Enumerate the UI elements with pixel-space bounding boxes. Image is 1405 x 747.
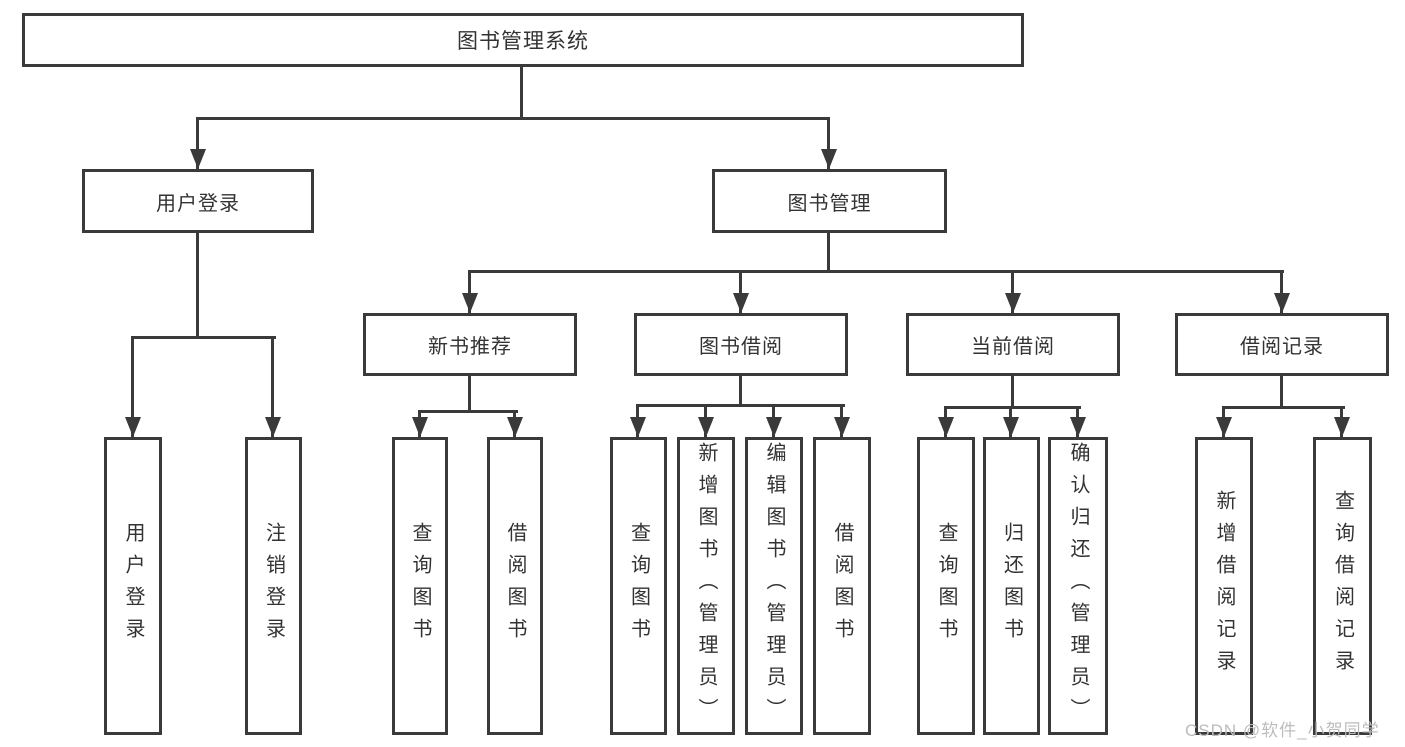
leaf-current-confirm-return-admin: 确认归还（管理员） [1048,437,1108,735]
leaf-borrow-add-books-admin: 新增图书（管理员） [677,437,735,735]
leaf-recommend-borrow-books: 借阅图书 [487,437,543,735]
arrowhead-borrow-leaf-1 [630,417,646,437]
edge-records-stem [1280,376,1283,408]
leaf-logout: 注销登录 [245,437,302,735]
edge-current-horizontal [944,406,1081,409]
node-book-management-label: 图书管理 [787,192,872,215]
edge-level2-drop-login [196,117,199,169]
node-new-book-recommend-label: 新书推荐 [428,336,512,358]
arrowhead-current [1005,293,1021,313]
leaf-borrow-borrow-books-label: 借阅图书 [831,522,853,650]
node-root: 图书管理系统 [22,13,1024,67]
node-borrow-records-label: 借阅记录 [1240,336,1324,358]
leaf-recommend-borrow-books-label: 借阅图书 [504,522,526,650]
edge-login-stem [196,233,199,338]
node-user-login: 用户登录 [82,169,314,233]
leaf-current-query-books-label: 查询图书 [935,522,957,650]
arrowhead-current-leaf-2 [1003,417,1019,437]
arrowhead-current-leaf-1 [938,417,954,437]
node-new-book-recommend: 新书推荐 [363,313,577,376]
leaf-records-add-record-label: 新增借阅记录 [1213,490,1235,682]
node-book-borrow: 图书借阅 [634,313,848,376]
edge-level3-drop-recommend [468,270,471,313]
edge-level2-horizontal [196,117,830,120]
arrowhead-management [821,149,837,169]
arrowhead-recommend [462,293,478,313]
leaf-current-confirm-return-admin-label: 确认归还（管理员） [1067,442,1089,730]
node-book-management: 图书管理 [712,169,947,233]
leaf-logout-label: 注销登录 [262,522,285,650]
edge-records-horizontal [1222,406,1345,409]
edge-recommend-stem [468,376,471,412]
edge-level3-horizontal [468,270,1284,273]
node-current-borrow: 当前借阅 [906,313,1120,376]
arrowhead-recommend-leaf-2 [507,417,523,437]
leaf-borrow-add-books-admin-label: 新增图书（管理员） [695,442,717,730]
arrowhead-records [1274,293,1290,313]
arrowhead-borrow [733,293,749,313]
arrowhead-records-leaf-2 [1334,417,1350,437]
edge-root-stem [520,65,523,119]
leaf-user-login-label: 用户登录 [122,522,144,650]
edge-current-stem [1011,376,1014,408]
arrowhead-recommend-leaf-1 [412,417,428,437]
node-borrow-records: 借阅记录 [1175,313,1389,376]
node-current-borrow-label: 当前借阅 [971,336,1055,358]
arrowhead-current-leaf-3 [1070,417,1086,437]
leaf-recommend-query-books-label: 查询图书 [409,522,431,650]
node-book-borrow-label: 图书借阅 [699,336,783,358]
node-root-label: 图书管理系统 [457,30,589,53]
leaf-borrow-query-books-label: 查询图书 [627,522,650,650]
leaf-records-query-record: 查询借阅记录 [1313,437,1372,735]
edge-level3-drop-borrow [739,270,742,313]
leaf-records-query-record-label: 查询借阅记录 [1331,490,1354,682]
arrowhead-login-leaf-2 [265,417,281,437]
edge-borrow-horizontal [636,404,845,407]
leaf-borrow-edit-books-admin: 编辑图书（管理员） [745,437,803,735]
arrowhead-login-leaf-1 [125,417,141,437]
edge-borrow-stem [739,376,742,406]
edge-level3-drop-records [1280,270,1283,313]
arrowhead-borrow-leaf-3 [766,417,782,437]
arrowhead-borrow-leaf-2 [698,417,714,437]
leaf-records-add-record: 新增借阅记录 [1195,437,1253,735]
leaf-current-query-books: 查询图书 [917,437,975,735]
node-user-login-label: 用户登录 [156,192,240,215]
leaf-current-return-books: 归还图书 [983,437,1040,735]
leaf-borrow-query-books: 查询图书 [610,437,667,735]
leaf-borrow-borrow-books: 借阅图书 [813,437,871,735]
edge-management-stem [827,233,830,273]
arrowhead-login [190,149,206,169]
edge-level3-drop-current [1011,270,1014,313]
edge-login-horizontal [131,336,276,339]
leaf-current-return-books-label: 归还图书 [1000,522,1023,650]
leaf-recommend-query-books: 查询图书 [392,437,448,735]
leaf-borrow-edit-books-admin-label: 编辑图书（管理员） [763,442,785,730]
arrowhead-borrow-leaf-4 [834,417,850,437]
edge-login-drop-2 [271,336,274,437]
arrowhead-records-leaf-1 [1216,417,1232,437]
watermark: CSDN @软件_小贺同学 [1185,721,1380,740]
edge-login-drop-1 [131,336,134,437]
edge-recommend-horizontal [418,410,518,413]
leaf-user-login: 用户登录 [104,437,162,735]
edge-level2-drop-management [827,117,830,169]
